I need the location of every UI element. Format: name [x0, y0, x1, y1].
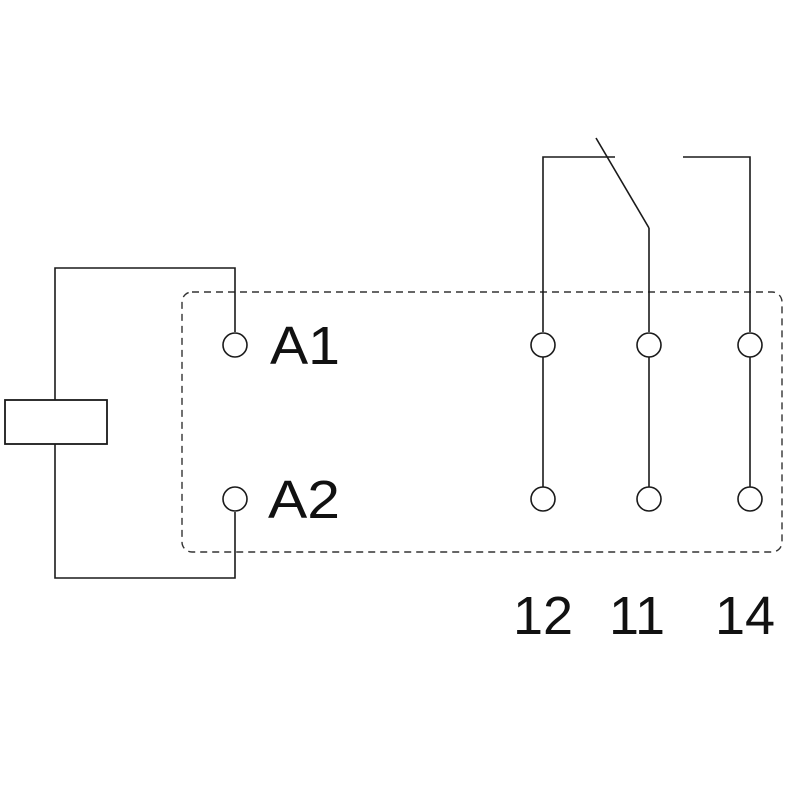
terminal-12-bottom	[530, 486, 556, 512]
terminal-label-a1: A1	[270, 316, 340, 376]
contact-wire-12	[542, 156, 615, 332]
terminal-11-bottom	[636, 486, 662, 512]
terminal-11-top	[636, 332, 662, 358]
terminal-14-bottom	[737, 486, 763, 512]
relay-coil-symbol	[4, 399, 108, 445]
terminal-14-top	[737, 332, 763, 358]
coil-wire-bottom	[54, 444, 236, 579]
terminal-a1	[222, 332, 248, 358]
terminal-label-11: 11	[609, 586, 665, 646]
terminal-label-12: 12	[513, 586, 573, 646]
coil-wire-top	[54, 267, 236, 400]
relay-housing-outline	[181, 291, 783, 553]
coil-circuit	[4, 267, 248, 579]
contact-wire-14	[683, 156, 751, 332]
switch-blade	[595, 137, 650, 229]
terminal-12-top	[530, 332, 556, 358]
terminal-label-a2: A2	[268, 470, 340, 530]
contact-circuit	[530, 137, 763, 512]
terminal-label-14: 14	[715, 586, 775, 646]
terminal-a2	[222, 486, 248, 512]
